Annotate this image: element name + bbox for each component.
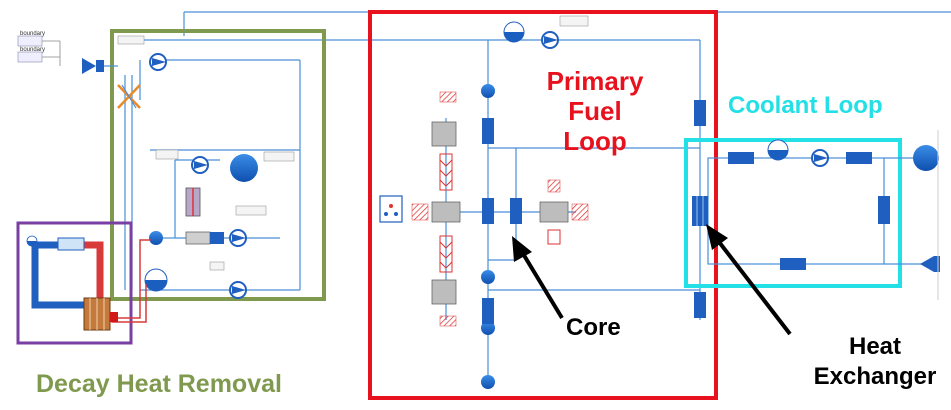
heat-exchanger-icon xyxy=(57,237,85,251)
pipe-segment-icon xyxy=(780,258,806,270)
core-pointer-arrow xyxy=(512,236,564,320)
expansion-tank-icon xyxy=(767,139,789,161)
expansion-tank-icon xyxy=(144,268,168,292)
volume-sphere-icon xyxy=(481,270,495,284)
pipe-segment-icon xyxy=(96,60,104,72)
volume-sphere-icon xyxy=(913,145,939,171)
decay-purple-region xyxy=(16,221,133,345)
boundary-tag: boundary xyxy=(20,31,46,37)
heat-exchanger-icon xyxy=(692,196,708,226)
volume-sphere-icon xyxy=(481,321,495,335)
pump-icon xyxy=(191,156,209,174)
volume-sphere-icon xyxy=(481,84,495,98)
core-label: Core xyxy=(566,314,621,341)
heat-exchanger-label: Heat Exchanger xyxy=(813,333,937,390)
volume-sphere-icon xyxy=(481,375,495,389)
pump-icon xyxy=(541,31,559,49)
decay-loop-pipes xyxy=(31,239,151,323)
hx-pointer-arrow xyxy=(706,224,792,336)
pipe-segment-icon xyxy=(878,196,890,224)
core-channels xyxy=(482,100,706,324)
pipe-segment-icon xyxy=(728,152,754,164)
expansion-tank-icon xyxy=(26,235,38,247)
primary-loop-region xyxy=(368,10,718,400)
coolant-loop-label: Coolant Loop xyxy=(728,92,883,119)
decay-inner-wiring xyxy=(124,60,301,291)
volume-sphere-icon xyxy=(230,154,258,182)
decay-heat-region xyxy=(110,29,326,301)
pump-icon xyxy=(811,149,829,167)
pump-icon xyxy=(229,229,247,247)
crossover-junction xyxy=(117,84,141,109)
volume-sphere-icon xyxy=(149,231,163,245)
settings-block-icon xyxy=(379,195,403,223)
boundary-arrow-icon xyxy=(920,256,934,272)
pump-icon xyxy=(229,281,247,299)
reflector-structures xyxy=(411,91,589,327)
decay-heat-label: Decay Heat Removal xyxy=(36,370,282,398)
boundary-tag: boundary xyxy=(20,47,46,53)
pump-icon xyxy=(149,53,167,71)
expansion-tank-icon xyxy=(503,21,525,43)
coolant-loop-region xyxy=(684,138,902,288)
pipe-segment-icon xyxy=(846,152,872,164)
boundary-arrow-icon xyxy=(82,58,96,74)
primary-loop-label: Primary Fuel Loop xyxy=(546,66,644,156)
